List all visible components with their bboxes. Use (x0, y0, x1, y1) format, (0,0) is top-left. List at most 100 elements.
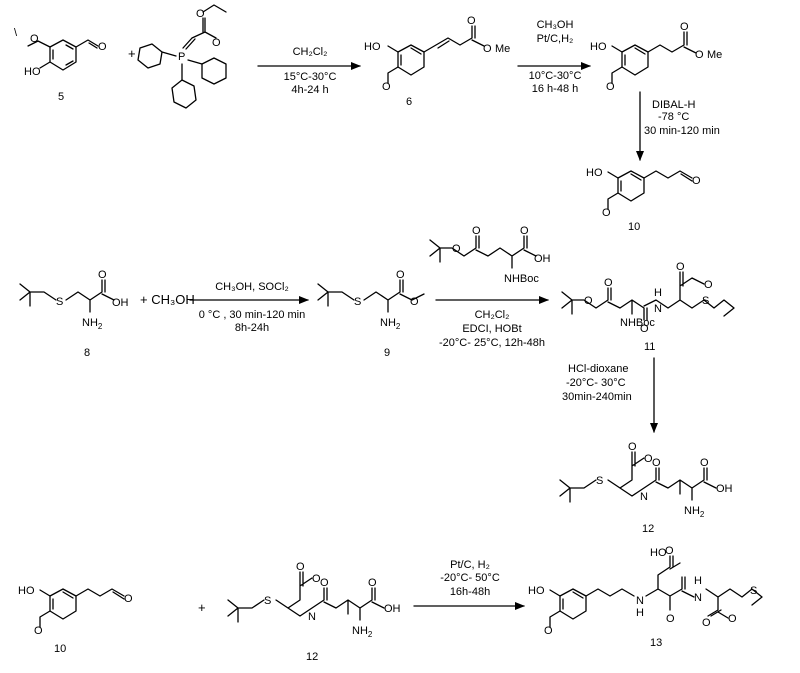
svg-text:CH₃OH: CH₃OH (537, 19, 574, 31)
svg-text:30 min-120 min: 30 min-120 min (644, 125, 720, 137)
svg-text:16 h-48 h: 16 h-48 h (532, 83, 578, 95)
atom-o: O (666, 613, 675, 625)
atom-nh2: NH2 (352, 625, 373, 639)
atom-o: O (652, 457, 661, 469)
svg-text:CH₂Cl₂: CH₂Cl₂ (293, 46, 328, 58)
atom-o: O (467, 15, 476, 27)
atom-o: O (483, 43, 492, 55)
atom-o: O (34, 625, 43, 637)
compound-number-13: 13 (650, 637, 662, 649)
atom-n: N (694, 592, 702, 604)
atom-s: S (596, 475, 603, 487)
atom-o: O (472, 225, 481, 237)
atom-o: O (212, 37, 221, 49)
atom-o: O (584, 295, 593, 307)
compound-boc-asp: O O O OH NHBoc (429, 225, 551, 285)
compound-12-reactant: S O O N O O OH NH2 12 (227, 561, 401, 663)
compound-number-6: 6 (406, 96, 412, 108)
atom-o: O (644, 453, 653, 465)
atom-o: O (606, 81, 615, 93)
atom-o: O (382, 81, 391, 93)
svg-text:8h-24h: 8h-24h (235, 322, 269, 334)
atom-o: O (520, 225, 529, 237)
conditions-3: DIBAL-H -78 °C 30 min-120 min (644, 99, 720, 137)
atom-o: O (368, 577, 377, 589)
atom-o: O (396, 269, 405, 281)
compound-10: HO O O 10 (586, 167, 701, 233)
atom-o: O (544, 625, 553, 637)
compound-number-11: 11 (644, 341, 655, 353)
conditions-1: CH₂Cl₂ 15°C-30°C 4h-24 h (284, 46, 337, 96)
atom-o: O (604, 277, 613, 289)
svg-text:EDCI, HOBt: EDCI, HOBt (462, 323, 521, 335)
compound-5: O \ HO O 5 (14, 27, 107, 103)
atom-h: H (654, 287, 662, 299)
atom-o: O (452, 243, 461, 255)
atom-oh: OH (384, 603, 401, 615)
compound-number-12-repeat: 12 (306, 651, 318, 663)
compound-12: S O O N O O OH NH2 12 (559, 441, 733, 535)
svg-text:DIBAL-H: DIBAL-H (652, 99, 695, 111)
svg-text:10°C-30°C: 10°C-30°C (529, 70, 582, 82)
compound-number-10: 10 (628, 221, 640, 233)
svg-text:30min-240min: 30min-240min (562, 391, 632, 403)
atom-s: S (750, 585, 757, 597)
atom-n: N (308, 611, 316, 623)
atom-s: S (702, 295, 709, 307)
svg-text:CH₃OH, SOCl₂: CH₃OH, SOCl₂ (215, 281, 289, 293)
atom-ho: HO (528, 585, 545, 597)
svg-text:Pt/C,H₂: Pt/C,H₂ (537, 33, 574, 45)
atom-h: H (694, 575, 702, 587)
atom-o: O (700, 457, 709, 469)
atom-o: O (410, 296, 419, 308)
atom-o: O (676, 261, 685, 273)
atom-o: O (628, 441, 637, 453)
atom-o: O (702, 617, 711, 629)
atom-o: O (665, 545, 674, 557)
atom-o: O (30, 33, 39, 45)
svg-text:4h-24 h: 4h-24 h (291, 84, 328, 96)
compound-number-9: 9 (384, 347, 390, 359)
atom-s: S (264, 595, 271, 607)
plus-sign-2: + (198, 600, 206, 615)
compound-13: HO O N H HO O O H N S O O 13 (528, 545, 763, 649)
atom-o: O (692, 175, 701, 187)
atom-methyl: \ (14, 27, 18, 39)
conditions-7: Pt/C, H₂ -20°C- 50°C 16h-48h (440, 559, 500, 598)
atom-o: O (124, 593, 133, 605)
atom-o: O (640, 323, 649, 335)
compound-ylide: O O P (137, 4, 227, 109)
conditions-4: CH₃OH, SOCl₂ 0 °C , 30 min-120 min 8h-24… (199, 281, 306, 334)
conditions-6: HCl-dioxane -20°C- 30°C 30min-240min (562, 363, 632, 403)
compound-number-8: 8 (84, 347, 90, 359)
atom-me: Me (495, 43, 510, 55)
atom-n: N (654, 303, 662, 315)
atom-nhboc: NHBoc (620, 317, 655, 329)
svg-text:-78 °C: -78 °C (658, 111, 689, 123)
svg-text:16h-48h: 16h-48h (450, 586, 490, 598)
atom-me: Me (707, 49, 722, 61)
svg-text:HCl-dioxane: HCl-dioxane (568, 363, 629, 375)
atom-oh: OH (716, 483, 733, 495)
compound-8: S O OH NH2 8 (19, 269, 129, 359)
compound-11: O O O H N O O S NHBoc 11 (561, 261, 735, 353)
atom-ho: HO (18, 585, 35, 597)
atom-n: N (636, 595, 644, 607)
atom-h: H (636, 607, 644, 619)
atom-nh2: NH2 (82, 317, 103, 331)
atom-o: O (312, 573, 321, 585)
atom-p: P (178, 51, 185, 63)
atom-s: S (354, 296, 361, 308)
atom-ho: HO (586, 167, 603, 179)
atom-n: N (640, 491, 648, 503)
atom-o: O (98, 41, 107, 53)
atom-ho: HO (590, 41, 607, 53)
compound-ester-intermediate: HO O O O Me (590, 21, 722, 93)
atom-o: O (320, 577, 329, 589)
svg-text:15°C-30°C: 15°C-30°C (284, 71, 337, 83)
atom-o: O (704, 279, 713, 291)
atom-oh: OH (112, 297, 129, 309)
compound-9: S O O NH2 9 (317, 269, 425, 359)
svg-text:0 °C , 30 min-120 min: 0 °C , 30 min-120 min (199, 309, 306, 321)
